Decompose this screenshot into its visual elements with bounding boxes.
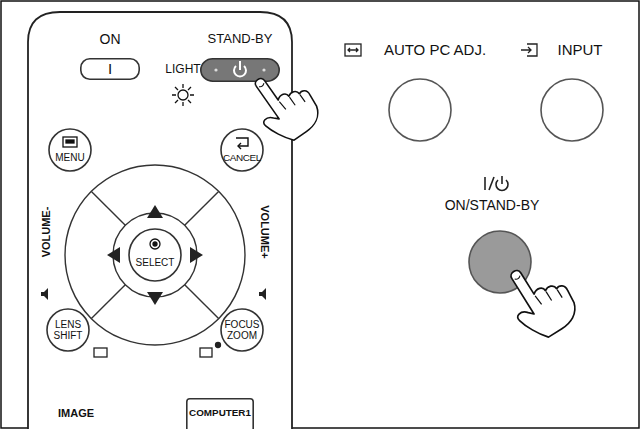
button-label: MENU <box>55 153 84 164</box>
button-label: ON/STAND-BY <box>445 198 540 213</box>
button-outline <box>187 399 253 429</box>
power-symbol <box>485 176 508 190</box>
button-label: I <box>108 61 112 77</box>
auto-pc-adj-button: AUTO PC ADJ. <box>345 38 505 148</box>
button-outline <box>469 231 531 293</box>
navigation-ring <box>65 165 245 345</box>
menu-button: MENU <box>48 128 92 172</box>
mode-icon <box>94 343 221 358</box>
auto-pc-icon <box>345 44 361 56</box>
speaker-icon <box>41 288 266 300</box>
button-label: ON <box>100 32 121 47</box>
button-outline <box>48 128 92 172</box>
button-label: CANCEL <box>223 153 261 163</box>
button-label: IMAGE <box>58 408 94 419</box>
input-button: INPUT <box>520 38 630 148</box>
button-outline <box>440 168 560 298</box>
button-label: LENS SHIFT <box>50 320 86 341</box>
volume-label: VOLUME- <box>41 207 52 258</box>
focus-zoom-button: FOCUS ZOOM <box>220 308 264 352</box>
light-icon <box>172 84 194 106</box>
cancel-button: CANCEL <box>220 128 264 172</box>
remote-body <box>28 12 292 429</box>
computer-button: COMPUTER1 <box>186 398 254 429</box>
button-label: LIGHT <box>165 63 200 76</box>
button-outline <box>49 129 91 171</box>
button-outline <box>541 79 603 141</box>
button-outline <box>129 229 181 281</box>
arrow-keys <box>107 205 203 305</box>
button-outline <box>221 129 263 171</box>
lens-shift-button: LENS SHIFT <box>46 308 90 352</box>
on-standby-button: ON/STAND-BY <box>440 168 560 298</box>
button-label: SELECT <box>136 258 175 269</box>
button-outline <box>220 128 264 172</box>
button-label: AUTO PC ADJ. <box>384 42 486 58</box>
button-outline <box>389 79 451 141</box>
button-outline <box>81 59 139 79</box>
button-label: FOCUS ZOOM <box>223 320 261 341</box>
select-button: SELECT <box>128 228 182 282</box>
button-outline <box>201 59 279 81</box>
button-outline <box>128 228 182 282</box>
on-button: ON I <box>70 28 150 84</box>
input-icon <box>521 44 537 56</box>
button-label: STAND-BY <box>208 32 273 46</box>
button-outline <box>47 309 89 351</box>
standby-button: STAND-BY <box>195 28 285 86</box>
button-outline <box>221 309 263 351</box>
volume-label: VOLUME+ <box>259 205 270 258</box>
button-label: COMPUTER1 <box>189 408 251 418</box>
button-label: INPUT <box>558 42 603 58</box>
